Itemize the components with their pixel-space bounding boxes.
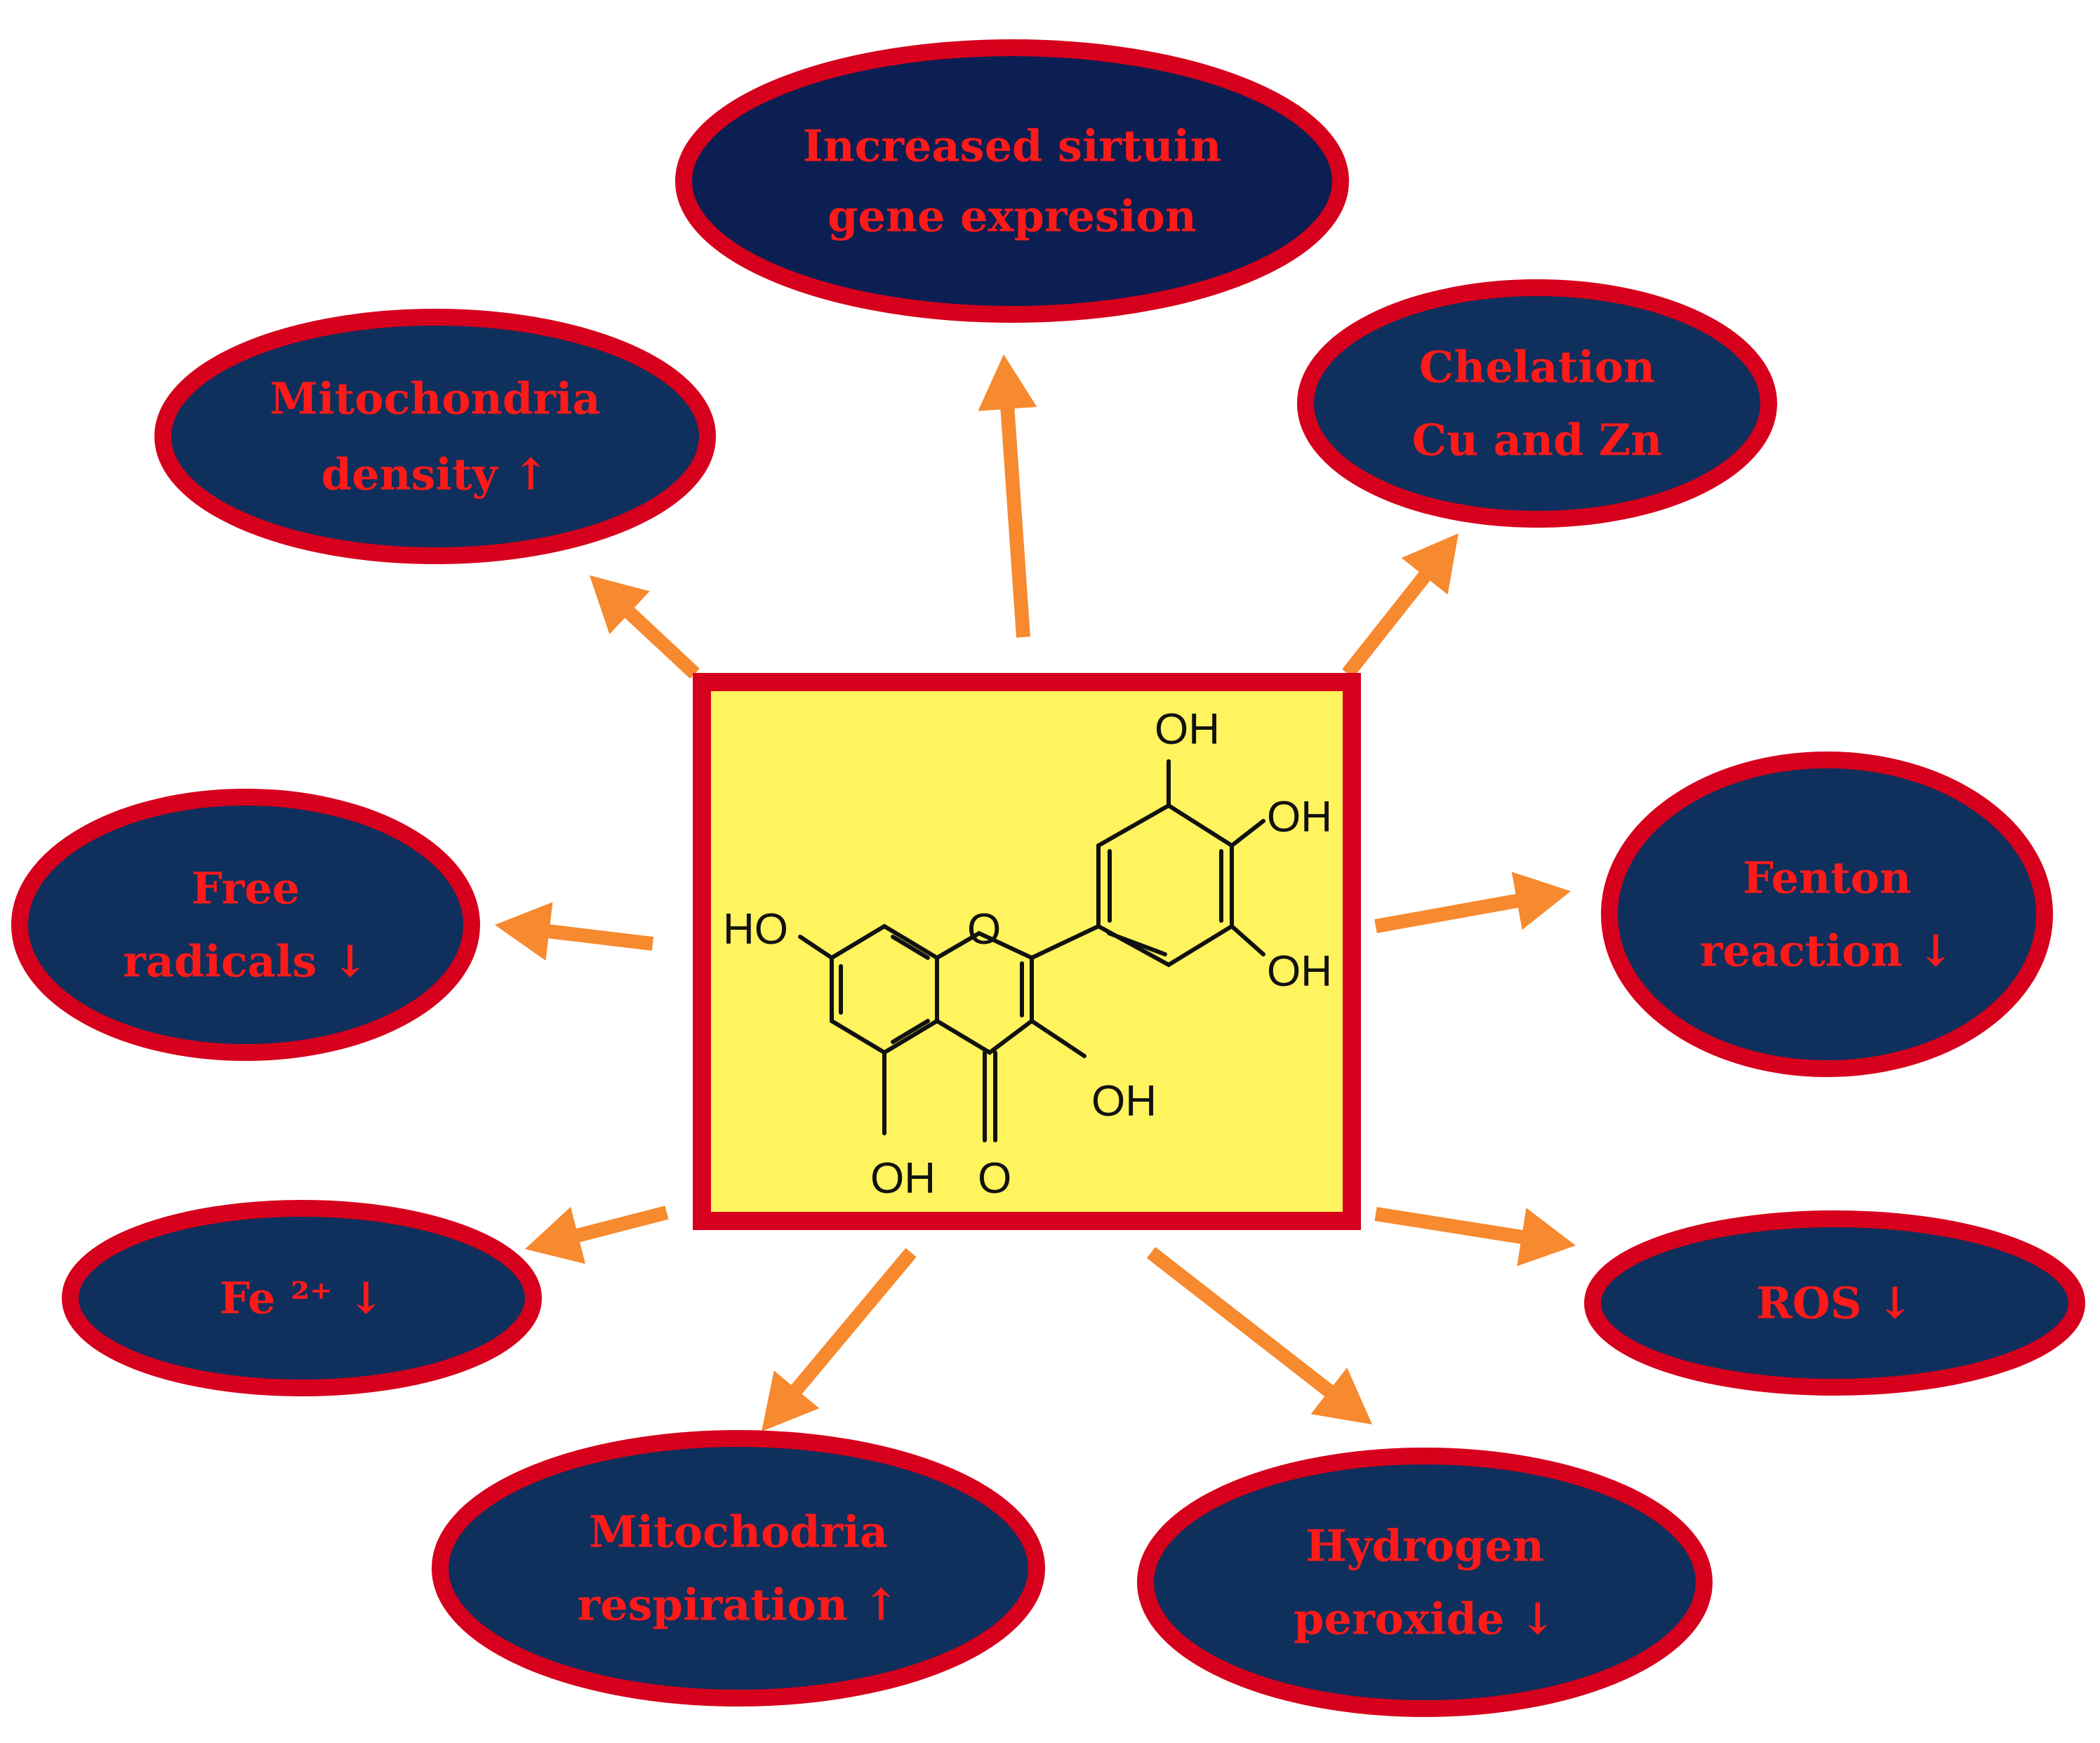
effect-label-line: radicals ↓ — [123, 936, 368, 987]
arrow-shaft — [1000, 406, 1030, 638]
arrow-shaft — [1146, 1247, 1336, 1398]
arrow-head — [1310, 1367, 1372, 1424]
molecule-labels: OH OH OH HO O OH OH O — [723, 705, 1332, 1203]
effect-ellipse — [62, 1200, 542, 1396]
arrow-to-mito-respiration — [762, 1248, 917, 1431]
effects-group: Increased sirtuin gene expresionMitochond… — [11, 39, 2085, 1717]
arrow-head — [1511, 872, 1571, 930]
ho-left-label: HO — [723, 905, 788, 954]
arrow-to-h2o2 — [1146, 1247, 1372, 1424]
effect-ellipse — [154, 309, 716, 564]
c3-oh-bond — [1030, 1019, 1086, 1058]
effect-label-line: gene expresion — [828, 191, 1197, 242]
effect-node-h2o2: Hydrogen peroxide ↓ — [1137, 1448, 1713, 1717]
arrow-shaft — [573, 1206, 669, 1243]
effect-node-mito-density: Mitochondria density ↑ — [154, 309, 716, 564]
effect-label-line: Cu and Zn — [1412, 415, 1663, 466]
arrow-head — [978, 354, 1037, 411]
effect-label-line: Mitochodria — [589, 1507, 888, 1558]
effect-node-mito-respiration: Mitochodria respiration ↑ — [432, 1430, 1045, 1707]
effect-label-line: Fenton — [1743, 853, 1911, 904]
effect-ellipse — [11, 789, 480, 1061]
oh-c3-label: OH — [1091, 1077, 1157, 1126]
effect-label-line: density ↑ — [321, 449, 550, 500]
center-molecule-box: OH OH OH HO O OH OH O — [693, 673, 1361, 1230]
effect-node-free-radicals: Free radicals ↓ — [11, 789, 480, 1061]
effect-node-ros: ROS ↓ — [1584, 1210, 2085, 1396]
oh-top-label: OH — [1155, 705, 1220, 754]
effect-label-line: Increased sirtuin — [803, 121, 1222, 172]
effect-ellipse — [1601, 752, 2053, 1077]
effect-label-line: respiration ↑ — [578, 1580, 900, 1631]
arrow-shaft — [623, 606, 700, 679]
ringb-oh-right-bond — [1230, 819, 1265, 848]
arrow-shaft — [1374, 1207, 1526, 1245]
arrow-to-free-radicals — [495, 902, 654, 961]
effect-label-line: Hydrogen — [1305, 1521, 1544, 1572]
effect-label-line: Mitochondria — [270, 373, 600, 425]
ring-c-bonds — [935, 930, 1034, 1055]
arrow-shaft — [1342, 569, 1432, 679]
arrow-to-sirtuin — [978, 354, 1037, 638]
arrow-to-chelation — [1342, 533, 1458, 679]
arrow-head — [1401, 533, 1458, 595]
arrow-to-mito-density — [590, 575, 700, 679]
effect-label-line: peroxide ↓ — [1294, 1594, 1556, 1645]
ring-a-double-3 — [891, 1019, 930, 1044]
effect-ellipse — [1137, 1448, 1713, 1717]
oh-bottom-right-label: OH — [1267, 947, 1332, 996]
effect-ellipse — [1584, 1210, 2085, 1396]
arrow-head — [590, 575, 650, 634]
arrow-to-fenton — [1374, 872, 1571, 933]
effect-node-chelation: Chelation Cu and Zn — [1297, 279, 1777, 528]
carbonyl-oxygen-label: O — [978, 1154, 1011, 1203]
oh-right-label: OH — [1267, 793, 1332, 841]
arrow-to-fe — [525, 1206, 669, 1264]
oh-c5-label: OH — [870, 1154, 936, 1203]
center-box-border — [693, 673, 1361, 1230]
ring-oxygen-label: O — [967, 905, 1001, 954]
effect-label-line: Free — [192, 863, 300, 914]
arrow-shaft — [789, 1248, 917, 1396]
effect-ellipse — [1297, 279, 1777, 528]
effect-label-line: Fe ²⁺ ↓ — [219, 1273, 384, 1324]
arrow-head — [495, 902, 553, 961]
effect-node-fenton: Fenton reaction ↓ — [1601, 752, 2053, 1077]
effect-ellipse — [675, 39, 1349, 323]
arrow-shaft — [1374, 893, 1521, 933]
arrow-head — [1517, 1208, 1576, 1267]
effect-label-line: Chelation — [1419, 342, 1655, 393]
effect-ellipse — [432, 1430, 1045, 1707]
arrow-to-ros — [1374, 1207, 1576, 1267]
arrow-head — [762, 1370, 820, 1431]
ring-b-double-3 — [1107, 931, 1167, 956]
effect-node-sirtuin: Increased sirtuin gene expresion — [675, 39, 1349, 323]
ring-a-double-2 — [891, 935, 930, 960]
effect-node-fe: Fe ²⁺ ↓ — [62, 1200, 542, 1396]
c2-ringb-bond — [1030, 924, 1101, 960]
effect-label-line: ROS ↓ — [1756, 1278, 1913, 1329]
arrow-shaft — [545, 923, 654, 951]
ringb-oh-bottom-bond — [1230, 924, 1265, 956]
arrow-head — [525, 1206, 586, 1264]
myricetin-structure — [798, 759, 1265, 1142]
c7-ho-bond — [798, 935, 834, 960]
arrows-group — [495, 354, 1576, 1431]
effect-label-line: reaction ↓ — [1700, 926, 1954, 977]
